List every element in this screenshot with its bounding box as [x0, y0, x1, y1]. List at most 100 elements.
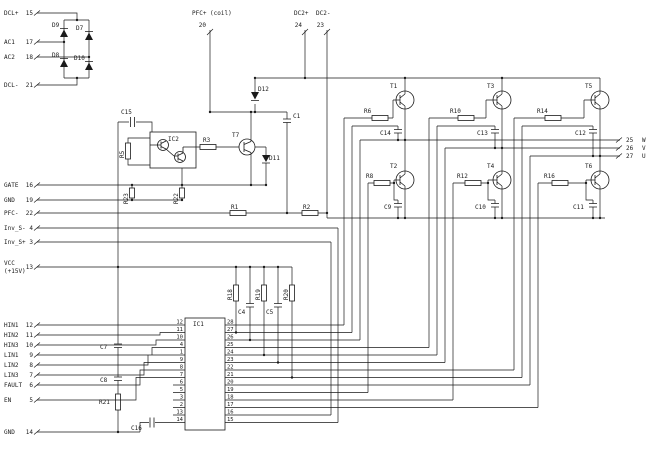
ic1-left-pin-10: 3	[180, 395, 183, 401]
output-v-number: 26	[626, 145, 634, 152]
ic1-right-pin-5: 23	[227, 357, 234, 363]
left-pin-2-number: 18	[26, 54, 34, 61]
cap-c15-plates	[130, 117, 135, 127]
part-label-d9: D9	[52, 22, 60, 29]
left-pin-6-number: 22	[26, 210, 34, 217]
resistor-r5	[125, 142, 131, 160]
part-label-d7: D7	[76, 25, 84, 32]
ic1-right-pin-11: 17	[227, 402, 234, 408]
left-pin-15-label: LIN3	[4, 372, 19, 379]
left-pin-10-number: 12	[26, 322, 34, 329]
part-label-r10: R10	[450, 108, 461, 115]
ic1-right-pin-0: 28	[227, 320, 234, 326]
part-label-t2: T2	[390, 163, 398, 170]
resistor-r8	[373, 180, 391, 186]
left-pin-6-label: PFC-	[4, 210, 18, 217]
left-pin-0-number: 15	[26, 10, 34, 17]
part-label-r20: R20	[283, 289, 290, 300]
part-label-r2: R2	[303, 204, 311, 211]
ic1-right-pin-9: 19	[227, 387, 234, 393]
top-pin-2-number: 23	[317, 22, 325, 29]
ic1-left-pin-9: 5	[180, 387, 183, 393]
left-pin-7-label: Inv_S-	[4, 225, 26, 232]
resistor-r14	[544, 115, 562, 121]
output-w-label: W	[642, 137, 646, 144]
part-label-r3: R3	[203, 137, 211, 144]
left-pin-4-number: 16	[26, 182, 34, 189]
ic1-right-pin-10: 18	[227, 395, 234, 401]
resistor-r21	[115, 393, 121, 411]
igbt-t2	[395, 170, 415, 190]
output-w-number: 25	[626, 137, 634, 144]
igbt-internals	[399, 93, 601, 187]
part-label-c5: C5	[266, 309, 274, 316]
part-label-t5: T5	[585, 83, 593, 90]
igbt-t4	[492, 170, 512, 190]
part-label-r18: R18	[227, 289, 234, 300]
output-v-label: V	[642, 145, 646, 152]
left-pin-9-number: 13	[26, 264, 34, 271]
part-label-r14: R14	[537, 108, 548, 115]
resistor-r20	[289, 284, 295, 302]
part-label-t4: T4	[487, 163, 495, 170]
left-pin-18-label: GND	[4, 429, 15, 436]
ic1-left-pin-8: 6	[180, 380, 183, 386]
left-pin-16-number: 6	[29, 382, 33, 389]
left-pin-17-number: 5	[29, 397, 33, 404]
left-pin-13-label: LIN1	[4, 352, 19, 359]
top-connector-labels: PFC+ (coil) 20 DC2+ 24 DC2- 23	[192, 10, 330, 29]
ic1-right-pin-12: 16	[227, 410, 234, 416]
left-pin-2-label: AC2	[4, 54, 15, 61]
output-u-label: U	[642, 153, 646, 160]
part-label-t1: T1	[390, 83, 398, 90]
left-pin-11-number: 11	[26, 332, 34, 339]
ic1-left-pin-5: 9	[180, 357, 183, 363]
part-label-d11: D11	[269, 155, 280, 162]
ic1-right-pin-6: 22	[227, 365, 234, 371]
part-label-c16: C16	[131, 425, 142, 432]
ic1-right-pin-7: 21	[227, 372, 234, 378]
left-pin-14-number: 8	[29, 362, 33, 369]
right-output-labels: 25 W 26 V 27 U	[626, 137, 646, 160]
ic1-right-pin-2: 26	[227, 335, 234, 341]
left-pin-14-label: LIN2	[4, 362, 19, 369]
ic2-transistor-b	[174, 151, 186, 163]
left-pin-3-label: DCL-	[4, 82, 18, 89]
ic1-right-pin-3: 25	[227, 342, 234, 348]
cap-c7-c8-plates	[114, 343, 122, 381]
part-label-t7: T7	[232, 132, 240, 139]
ic1-left-pin-12: 13	[176, 410, 183, 416]
ic1-left-pin-2: 10	[176, 335, 183, 341]
part-label-t3: T3	[487, 83, 495, 90]
left-pin-15-number: 7	[29, 372, 33, 379]
transistor-t7	[238, 138, 256, 156]
resistor-r16	[551, 180, 569, 186]
part-label-d12: D12	[258, 86, 269, 93]
part-label-c1: C1	[293, 113, 301, 120]
ic1-left-pin-3: 4	[180, 342, 184, 348]
ic2-internals	[150, 140, 196, 162]
part-label-r6: R6	[364, 108, 372, 115]
ic1-left-pin-0: 12	[176, 320, 183, 326]
inverter-bridge	[371, 90, 610, 208]
left-pin-9-label2: (+15V)	[4, 268, 26, 275]
ic1-left-pin-6: 8	[180, 365, 183, 371]
resistor-r3	[199, 144, 217, 150]
left-pin-3-number: 21	[26, 82, 34, 89]
ic1-left-pin-13: 14	[176, 417, 183, 423]
top-pin-0-number: 20	[199, 22, 207, 29]
part-label-r1: R1	[231, 204, 239, 211]
wires-left-connectors	[37, 12, 339, 433]
part-label-c14: C14	[380, 130, 391, 137]
resistor-r10	[457, 115, 475, 121]
wires-pfc-section	[117, 30, 605, 432]
part-label-c13: C13	[477, 130, 488, 137]
gate-driver-ic1	[184, 317, 226, 431]
wires-driver-and-inverter	[225, 78, 620, 423]
gate-cap-plates	[394, 203, 597, 208]
cap-c4-c5-plates	[246, 303, 282, 308]
part-label-c10: C10	[475, 204, 486, 211]
top-pin-1-number: 24	[295, 22, 303, 29]
